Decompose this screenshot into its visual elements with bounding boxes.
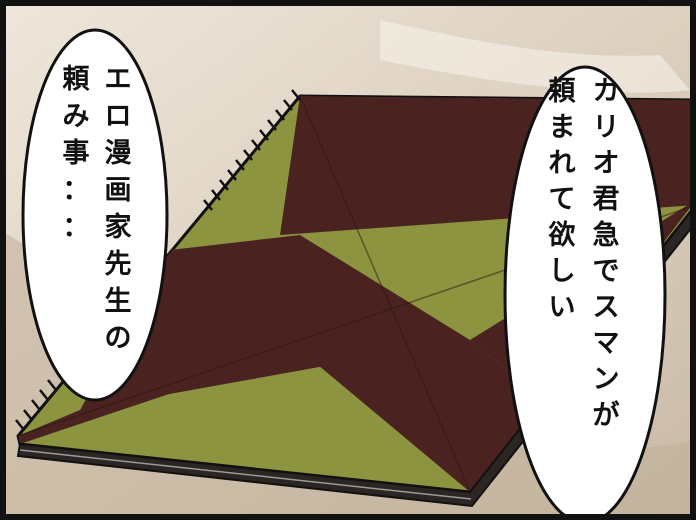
bubble-left-line-1: エロ漫画家先生の	[105, 64, 132, 354]
bubble-right-line-1: カリオ君急でスマンが	[593, 76, 620, 431]
bubble-left-line-2: 頼み事：：	[63, 64, 91, 243]
speech-bubble-right: カリオ君急でスマンが 頼まれて欲しい	[503, 65, 667, 520]
speech-bubble-left: エロ漫画家先生の 頼み事：：	[21, 28, 169, 402]
bubble-right-line-2: 頼まれて欲しい	[548, 76, 577, 323]
background-light-streak	[380, 20, 690, 93]
cover-pattern-bottom	[300, 340, 545, 492]
cover-pattern-corner	[18, 350, 300, 444]
cover-pattern-left	[80, 235, 470, 410]
